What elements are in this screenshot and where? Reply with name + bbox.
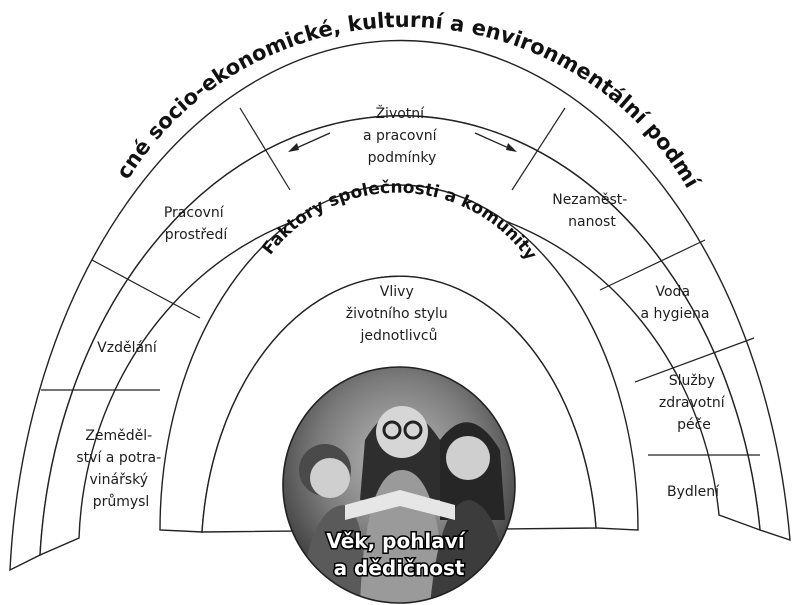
- segment-line: Služby: [669, 373, 715, 389]
- segment-line: Vzdělání: [97, 340, 158, 356]
- segment-pracovni-prostredi: Pracovní prostředí: [164, 205, 229, 243]
- segment-line: a pracovní: [363, 128, 438, 144]
- lifestyle-line: Vlivy: [380, 284, 414, 300]
- right-arrow-icon: [474, 132, 517, 152]
- segment-nezamestnanost: Nezaměst- nanost: [552, 192, 632, 230]
- segment-bydleni: Bydlení: [667, 484, 720, 500]
- middle-band: [39, 115, 761, 557]
- segment-line: Voda: [656, 284, 691, 300]
- segment-line: nanost: [568, 214, 616, 230]
- segment-line: vinářský: [89, 472, 148, 488]
- segment-line: zdravotní: [659, 395, 726, 411]
- segment-line: Bydlení: [667, 484, 720, 500]
- center-circle-outline: [282, 366, 516, 604]
- segment-line: a hygiena: [640, 306, 709, 322]
- center-line: Věk, pohlaví: [326, 529, 465, 553]
- segment-vzdelani: Vzdělání: [97, 340, 158, 356]
- lifestyle-line: životního stylu: [346, 306, 448, 322]
- middle-band-dividers: [41, 107, 760, 456]
- segment-line: Nezaměst-: [552, 192, 627, 208]
- segment-zemedelstvi: Zeměděl- ství a potra- vinářský průmysl: [76, 428, 165, 510]
- lifestyle-line: jednotlivců: [360, 328, 438, 344]
- segment-zivotni-podminky: Životní a pracovní podmínky: [363, 104, 441, 166]
- segment-line: ství a potra-: [76, 450, 161, 466]
- lifestyle-label: Vlivy životního stylu jednotlivců: [346, 284, 453, 344]
- segment-sluzby-pece: Služby zdravotní péče: [659, 373, 729, 433]
- segment-line: Životní: [375, 104, 425, 122]
- center-line: a dědičnost: [334, 556, 465, 580]
- segment-line: péče: [677, 417, 711, 433]
- segment-line: Pracovní: [164, 205, 225, 221]
- segment-line: Zeměděl-: [85, 428, 152, 444]
- segment-line: průmysl: [93, 494, 150, 510]
- segment-line: podmínky: [368, 150, 437, 166]
- left-arrow-icon: [288, 132, 331, 152]
- segment-line: prostředí: [165, 227, 229, 243]
- segment-voda-hygiena: Voda a hygiena: [640, 284, 709, 322]
- center-label: Věk, pohlaví a dědičnost: [326, 529, 471, 580]
